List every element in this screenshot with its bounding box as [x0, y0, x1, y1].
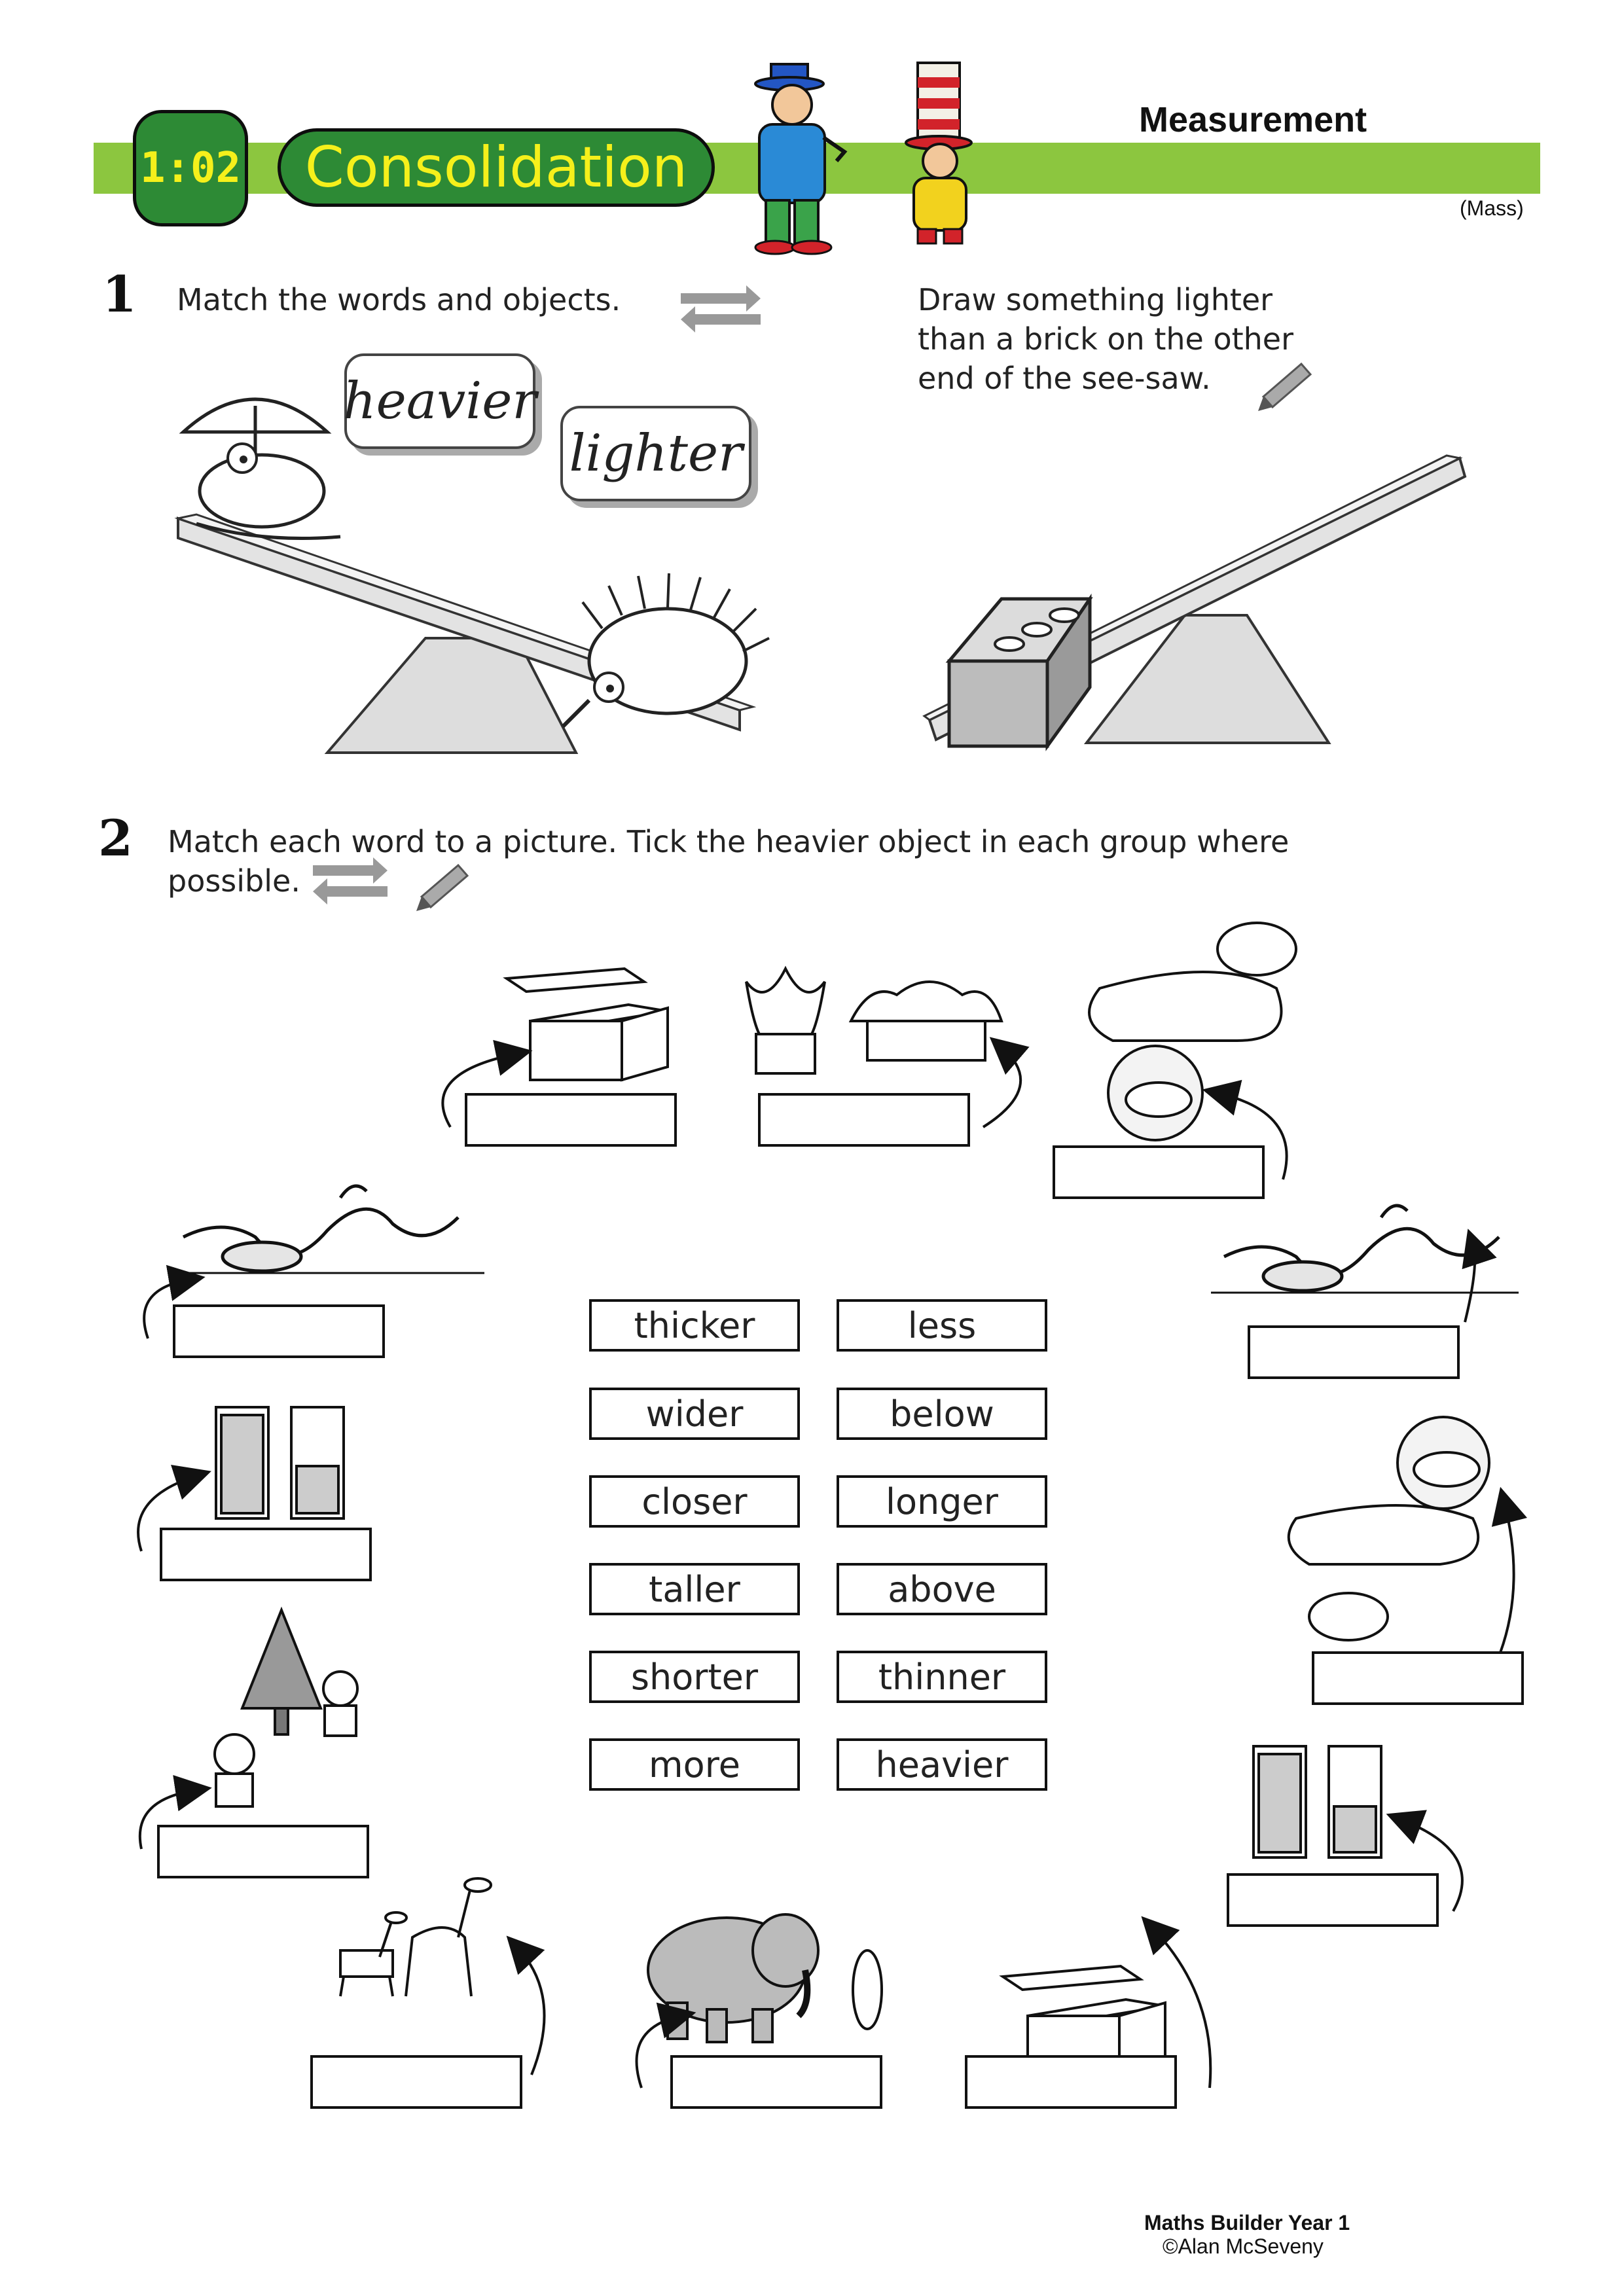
echidna	[561, 573, 770, 728]
question-number-2: 2	[98, 809, 133, 867]
answer-box[interactable]	[1248, 1325, 1460, 1379]
answer-box[interactable]	[157, 1825, 369, 1878]
cartoon-man-character	[754, 63, 848, 255]
crowns	[745, 965, 1003, 1075]
answer-box[interactable]	[1053, 1145, 1265, 1199]
word-card-heavier[interactable]: heavier	[343, 353, 537, 449]
subtopic-label: (Mass)	[1460, 196, 1524, 220]
snakes-right	[1211, 1204, 1519, 1294]
answer-box[interactable]	[1312, 1651, 1524, 1705]
answer-box[interactable]	[310, 2055, 522, 2109]
elephant-and-echidna	[647, 1913, 883, 2043]
answer-box[interactable]	[1227, 1873, 1439, 1927]
word-bank-item: more	[589, 1738, 800, 1791]
curved-arrows	[137, 1037, 1528, 2089]
word-card-lighter[interactable]: lighter	[560, 406, 751, 501]
word-bank-item: heavier	[837, 1738, 1047, 1791]
word-bank-item: longer	[837, 1475, 1047, 1528]
q2-instruction-line-2: possible.	[168, 863, 300, 899]
answer-box[interactable]	[758, 1093, 970, 1147]
answer-box[interactable]	[160, 1528, 372, 1581]
brick	[945, 593, 1093, 751]
q1-instruction: Match the words and objects.	[177, 282, 621, 317]
snakes-left	[170, 1184, 484, 1274]
q2-instruction-line-1: Match each word to a picture. Tick the h…	[168, 824, 1290, 859]
page-title: Consolidation	[278, 128, 715, 207]
q1-side-instruction-line-2: than a brick on the other	[918, 321, 1293, 357]
word-bank-item: thinner	[837, 1651, 1047, 1703]
topic-heading: Measurement	[1139, 100, 1367, 139]
frog-with-umbrella	[179, 397, 341, 540]
q1-side-instruction-line-3: end of the see-saw.	[918, 361, 1211, 396]
cartoon-boy-character	[905, 62, 973, 245]
swap-arrows-icon	[313, 857, 388, 905]
answer-box[interactable]	[670, 2055, 882, 2109]
answer-box[interactable]	[173, 1304, 385, 1358]
footer-copyright: ©Alan McSeveny	[1163, 2234, 1324, 2258]
lesson-code-badge: 1:02	[133, 110, 248, 226]
word-bank-item: above	[837, 1563, 1047, 1615]
cloud-with-planes	[1088, 922, 1297, 1141]
word-bank-item: wider	[589, 1388, 800, 1440]
box-with-lid	[503, 967, 669, 1082]
answer-box[interactable]	[965, 2055, 1177, 2109]
word-bank-item: below	[837, 1388, 1047, 1440]
swap-arrows-icon	[681, 285, 761, 332]
footer-book-title: Maths Builder Year 1	[1144, 2211, 1350, 2234]
q1-side-instruction-line-1: Draw something lighter	[918, 282, 1273, 317]
word-bank-item: shorter	[589, 1651, 800, 1703]
glasses-left	[215, 1406, 345, 1520]
cloud-with-planes-right	[1287, 1416, 1490, 1641]
word-bank-item: taller	[589, 1563, 800, 1615]
answer-box[interactable]	[465, 1093, 677, 1147]
word-bank-item: closer	[589, 1475, 800, 1528]
word-bank-item: thicker	[589, 1299, 800, 1352]
question-number-1: 1	[102, 265, 137, 323]
glasses-right	[1252, 1745, 1382, 1859]
word-bank-item: less	[837, 1299, 1047, 1352]
pencil-icon	[416, 863, 469, 911]
pencil-icon	[1258, 362, 1312, 411]
giraffes	[339, 1877, 492, 1997]
tree-and-children	[213, 1606, 359, 1808]
